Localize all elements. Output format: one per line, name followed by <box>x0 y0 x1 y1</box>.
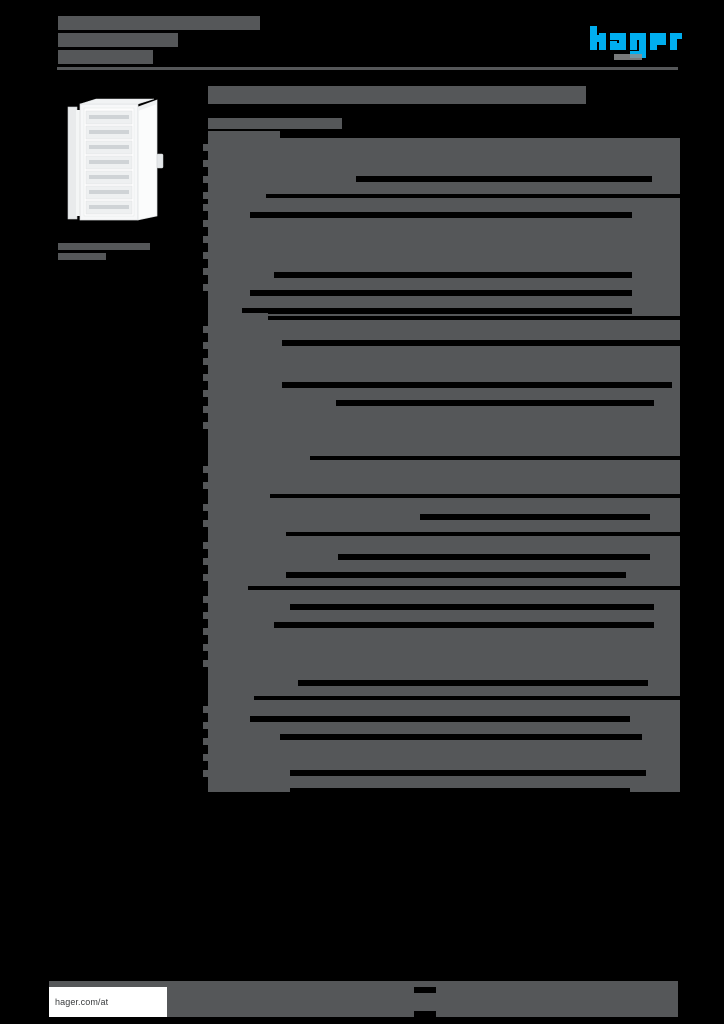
spec-row-marker <box>203 176 208 183</box>
spec-row-marker <box>203 612 208 619</box>
spec-row-marker <box>203 574 208 581</box>
spec-group-heading <box>208 313 268 321</box>
spec-row-marker <box>203 160 208 167</box>
page-title <box>208 86 586 104</box>
spec-group <box>203 693 680 794</box>
spec-group <box>203 529 680 586</box>
spec-row-marker <box>203 326 208 333</box>
product-photo <box>60 98 182 230</box>
header-title-line-3 <box>58 50 153 64</box>
spec-value-gap <box>280 734 642 740</box>
spec-row-marker <box>203 504 208 511</box>
spec-value-gap <box>336 400 654 406</box>
footer-notch-1 <box>414 987 436 993</box>
spec-value-gap <box>356 176 652 182</box>
spec-value-gap <box>250 212 632 218</box>
spec-row-marker <box>203 482 208 489</box>
spec-row-marker <box>203 342 208 349</box>
spec-group-band <box>208 536 680 586</box>
spec-value-gap <box>250 290 632 296</box>
spec-group-heading <box>208 491 270 499</box>
spec-row-marker <box>203 738 208 745</box>
spec-group-heading <box>208 583 248 591</box>
spec-row-marker <box>203 358 208 365</box>
spec-value-gap <box>298 680 648 686</box>
page-subtitle <box>208 118 342 129</box>
logo-shadow <box>614 54 642 60</box>
product-photo-caption <box>58 243 150 263</box>
spec-value-gap <box>420 514 650 520</box>
spec-group-heading <box>208 131 280 139</box>
spec-row-marker <box>203 204 208 211</box>
spec-row-marker <box>203 406 208 413</box>
spec-row-marker <box>203 220 208 227</box>
header-divider <box>57 67 678 70</box>
spec-group-heading <box>208 191 266 199</box>
spec-row-marker <box>203 558 208 565</box>
spec-row-marker <box>203 520 208 527</box>
hager-logo[interactable] <box>588 24 684 60</box>
spec-row-marker <box>203 596 208 603</box>
spec-group-band <box>208 700 680 792</box>
spec-group <box>203 191 680 316</box>
page-header <box>0 0 724 82</box>
spec-row-marker <box>203 144 208 151</box>
spec-group <box>203 491 680 532</box>
footer-notch-2 <box>414 1011 436 1017</box>
spec-row-marker <box>203 374 208 381</box>
spec-group <box>203 131 680 199</box>
header-title-line-1 <box>58 16 260 30</box>
caption-line-1 <box>58 243 150 250</box>
spec-value-gap <box>274 622 654 628</box>
spec-group <box>203 453 680 494</box>
spec-row-marker <box>203 628 208 635</box>
spec-group-heading <box>208 529 286 537</box>
page-footer: hager.com/at <box>49 987 678 1017</box>
spec-value-gap <box>290 788 630 794</box>
spec-value-gap <box>290 770 646 776</box>
spec-group <box>203 313 680 456</box>
spec-row-marker <box>203 542 208 549</box>
spec-row-marker <box>203 754 208 761</box>
header-title-line-2 <box>58 33 178 47</box>
spec-row-marker <box>203 422 208 429</box>
footer-center-line-2 <box>320 1001 416 1010</box>
footer-url[interactable]: hager.com/at <box>49 987 167 1017</box>
spec-row-marker <box>203 660 208 667</box>
spec-row-marker <box>203 268 208 275</box>
spec-row-marker <box>203 770 208 777</box>
spec-value-gap <box>274 272 632 278</box>
spec-row-marker <box>203 706 208 713</box>
specification-table <box>203 131 680 794</box>
footer-divider <box>49 981 678 987</box>
spec-group-band <box>208 138 680 194</box>
spec-group-heading <box>208 693 254 701</box>
spec-row-marker <box>203 236 208 243</box>
spec-value-gap <box>290 604 654 610</box>
spec-value-gap <box>250 716 630 722</box>
spec-value-gap <box>338 554 650 560</box>
spec-row-marker <box>203 722 208 729</box>
spec-group-heading <box>208 453 310 461</box>
spec-value-gap <box>286 572 626 578</box>
spec-row-marker <box>203 644 208 651</box>
footer-center-block <box>296 989 436 1013</box>
caption-line-2 <box>58 253 106 260</box>
spec-row-marker <box>203 284 208 291</box>
spec-value-gap <box>242 308 632 314</box>
spec-row-marker <box>203 252 208 259</box>
spec-value-gap <box>282 340 680 346</box>
spec-row-marker <box>203 390 208 397</box>
header-title-block <box>58 16 260 67</box>
footer-center-line-1 <box>296 989 436 998</box>
spec-value-gap <box>282 382 672 388</box>
footer-right-line-2 <box>634 1002 664 1011</box>
footer-right-block <box>626 990 670 1014</box>
spec-group <box>203 583 680 696</box>
spec-row-marker <box>203 466 208 473</box>
main-column <box>203 86 680 796</box>
spec-row-marker <box>203 192 208 199</box>
footer-right-line-1 <box>626 990 670 999</box>
spec-group-band <box>208 460 680 494</box>
